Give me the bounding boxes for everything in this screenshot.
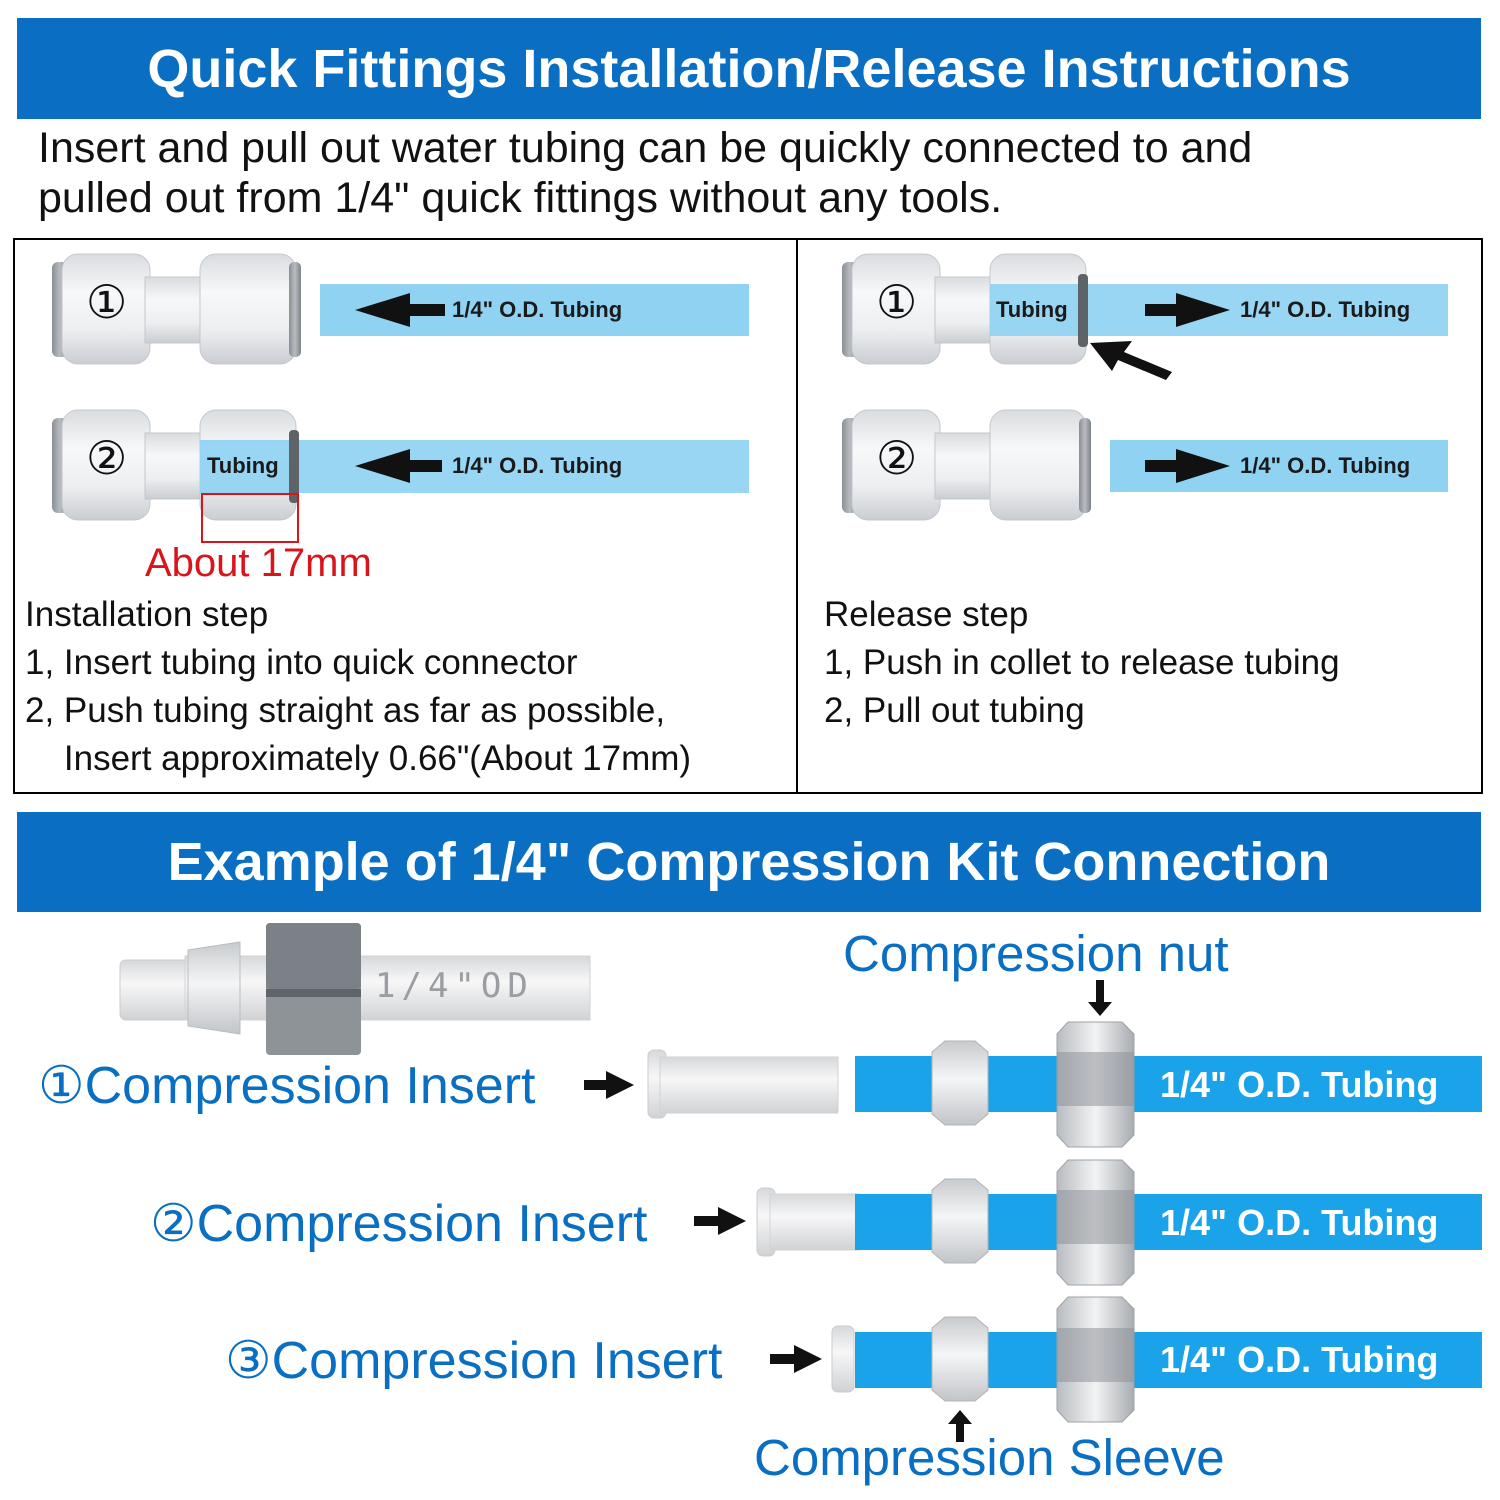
release-step-1: 1, Push in collet to release tubing xyxy=(824,643,1340,682)
compression-row-3-parts xyxy=(770,1296,1482,1442)
compression-title: Example of 1/4" Compression Kit Connecti… xyxy=(167,832,1331,892)
compression-row-2-label: ②Compression Insert xyxy=(150,1194,647,1254)
sleeve-pointer-arrow xyxy=(948,1410,972,1442)
release-inner-tubing-label: Tubing xyxy=(996,297,1068,322)
release-arrow-2 xyxy=(1145,449,1230,483)
row-3-number: ③ xyxy=(225,1332,272,1390)
row-3-sleeve xyxy=(931,1316,989,1402)
release-tube-2-label: 1/4" O.D. Tubing xyxy=(1240,453,1411,478)
release-number-1: ① xyxy=(876,276,918,328)
instructions-panel xyxy=(13,238,1483,794)
install-tube-1-label: 1/4" O.D. Tubing xyxy=(452,297,623,322)
release-step-2: 2, Pull out tubing xyxy=(824,691,1085,730)
compression-row-1-label: ①Compression Insert xyxy=(38,1056,535,1116)
release-arrow-1 xyxy=(1145,293,1230,327)
intro-line-1: Insert and pull out water tubing can be … xyxy=(38,124,1253,172)
install-arrow-1 xyxy=(355,293,445,327)
nut-pointer-arrow xyxy=(1088,980,1112,1016)
install-tube-2-label: 1/4" O.D. Tubing xyxy=(452,453,623,478)
row-1-insert xyxy=(659,1056,839,1114)
installation-step-heading: Installation step xyxy=(25,595,269,634)
row-1-tubing-label: 1/4" O.D. Tubing xyxy=(1160,1064,1439,1105)
row-3-insert-flange xyxy=(831,1325,855,1393)
row-1-sleeve xyxy=(931,1040,989,1126)
compression-title-banner: Example of 1/4" Compression Kit Connecti… xyxy=(17,812,1481,912)
intro-line-2: pulled out from 1/4" quick fittings with… xyxy=(38,174,1003,222)
row-2-tubing-label: 1/4" O.D. Tubing xyxy=(1160,1202,1439,1243)
depth-label: About 17mm xyxy=(145,541,372,585)
row-3-insert-label: Compression Insert xyxy=(271,1332,723,1390)
compression-row-1-parts xyxy=(584,980,1482,1148)
instructions-title: Quick Fittings Installation/Release Inst… xyxy=(147,38,1351,99)
row-2-insert-label: Compression Insert xyxy=(196,1195,648,1253)
install-fitting-1 xyxy=(52,253,301,365)
push-collet-arrow xyxy=(1090,341,1172,380)
instructions-title-banner: Quick Fittings Installation/Release Inst… xyxy=(17,18,1481,119)
row-2-sleeve xyxy=(931,1178,989,1264)
panel-divider xyxy=(796,238,798,794)
row-3-tubing-label: 1/4" O.D. Tubing xyxy=(1160,1339,1439,1380)
row-1-arrow xyxy=(584,1071,634,1099)
depth-marker xyxy=(201,493,299,543)
installation-step-2-detail: Insert approximately 0.66"(About 17mm) xyxy=(25,739,692,778)
install-inner-tubing-label: Tubing xyxy=(207,453,279,478)
install-arrow-2 xyxy=(355,449,442,483)
tube-print-text: 1/4"OD xyxy=(375,966,534,1006)
compression-row-2-parts xyxy=(694,1159,1482,1286)
release-fitting-1-collet xyxy=(1078,274,1088,347)
installation-step-2: 2, Push tubing straight as far as possib… xyxy=(25,691,666,730)
row-2-number: ② xyxy=(150,1195,197,1253)
installation-step-1: 1, Insert tubing into quick connector xyxy=(25,643,578,682)
row-1-insert-label: Compression Insert xyxy=(84,1057,536,1115)
release-number-2: ② xyxy=(876,432,918,484)
release-step-heading: Release step xyxy=(824,595,1029,634)
compression-row-3-label: ③Compression Insert xyxy=(225,1331,722,1391)
row-2-insert xyxy=(769,1193,861,1251)
row-1-number: ① xyxy=(38,1057,85,1115)
compression-sleeve-label: Compression Sleeve xyxy=(754,1429,1225,1486)
release-tube-1-label: 1/4" O.D. Tubing xyxy=(1240,297,1411,322)
install-number-2: ② xyxy=(86,432,128,484)
row-2-arrow xyxy=(694,1207,746,1235)
row-3-arrow xyxy=(770,1345,822,1373)
install-fitting-1-collet-right xyxy=(289,262,301,357)
compression-nut-label: Compression nut xyxy=(843,925,1229,982)
intro-paragraph: Insert and pull out water tubing can be … xyxy=(38,123,1478,223)
compression-assembly-photo xyxy=(119,923,591,1055)
release-fitting-2 xyxy=(842,409,1091,521)
install-number-1: ① xyxy=(86,276,128,328)
install-fitting-2-collet-right xyxy=(289,430,299,503)
